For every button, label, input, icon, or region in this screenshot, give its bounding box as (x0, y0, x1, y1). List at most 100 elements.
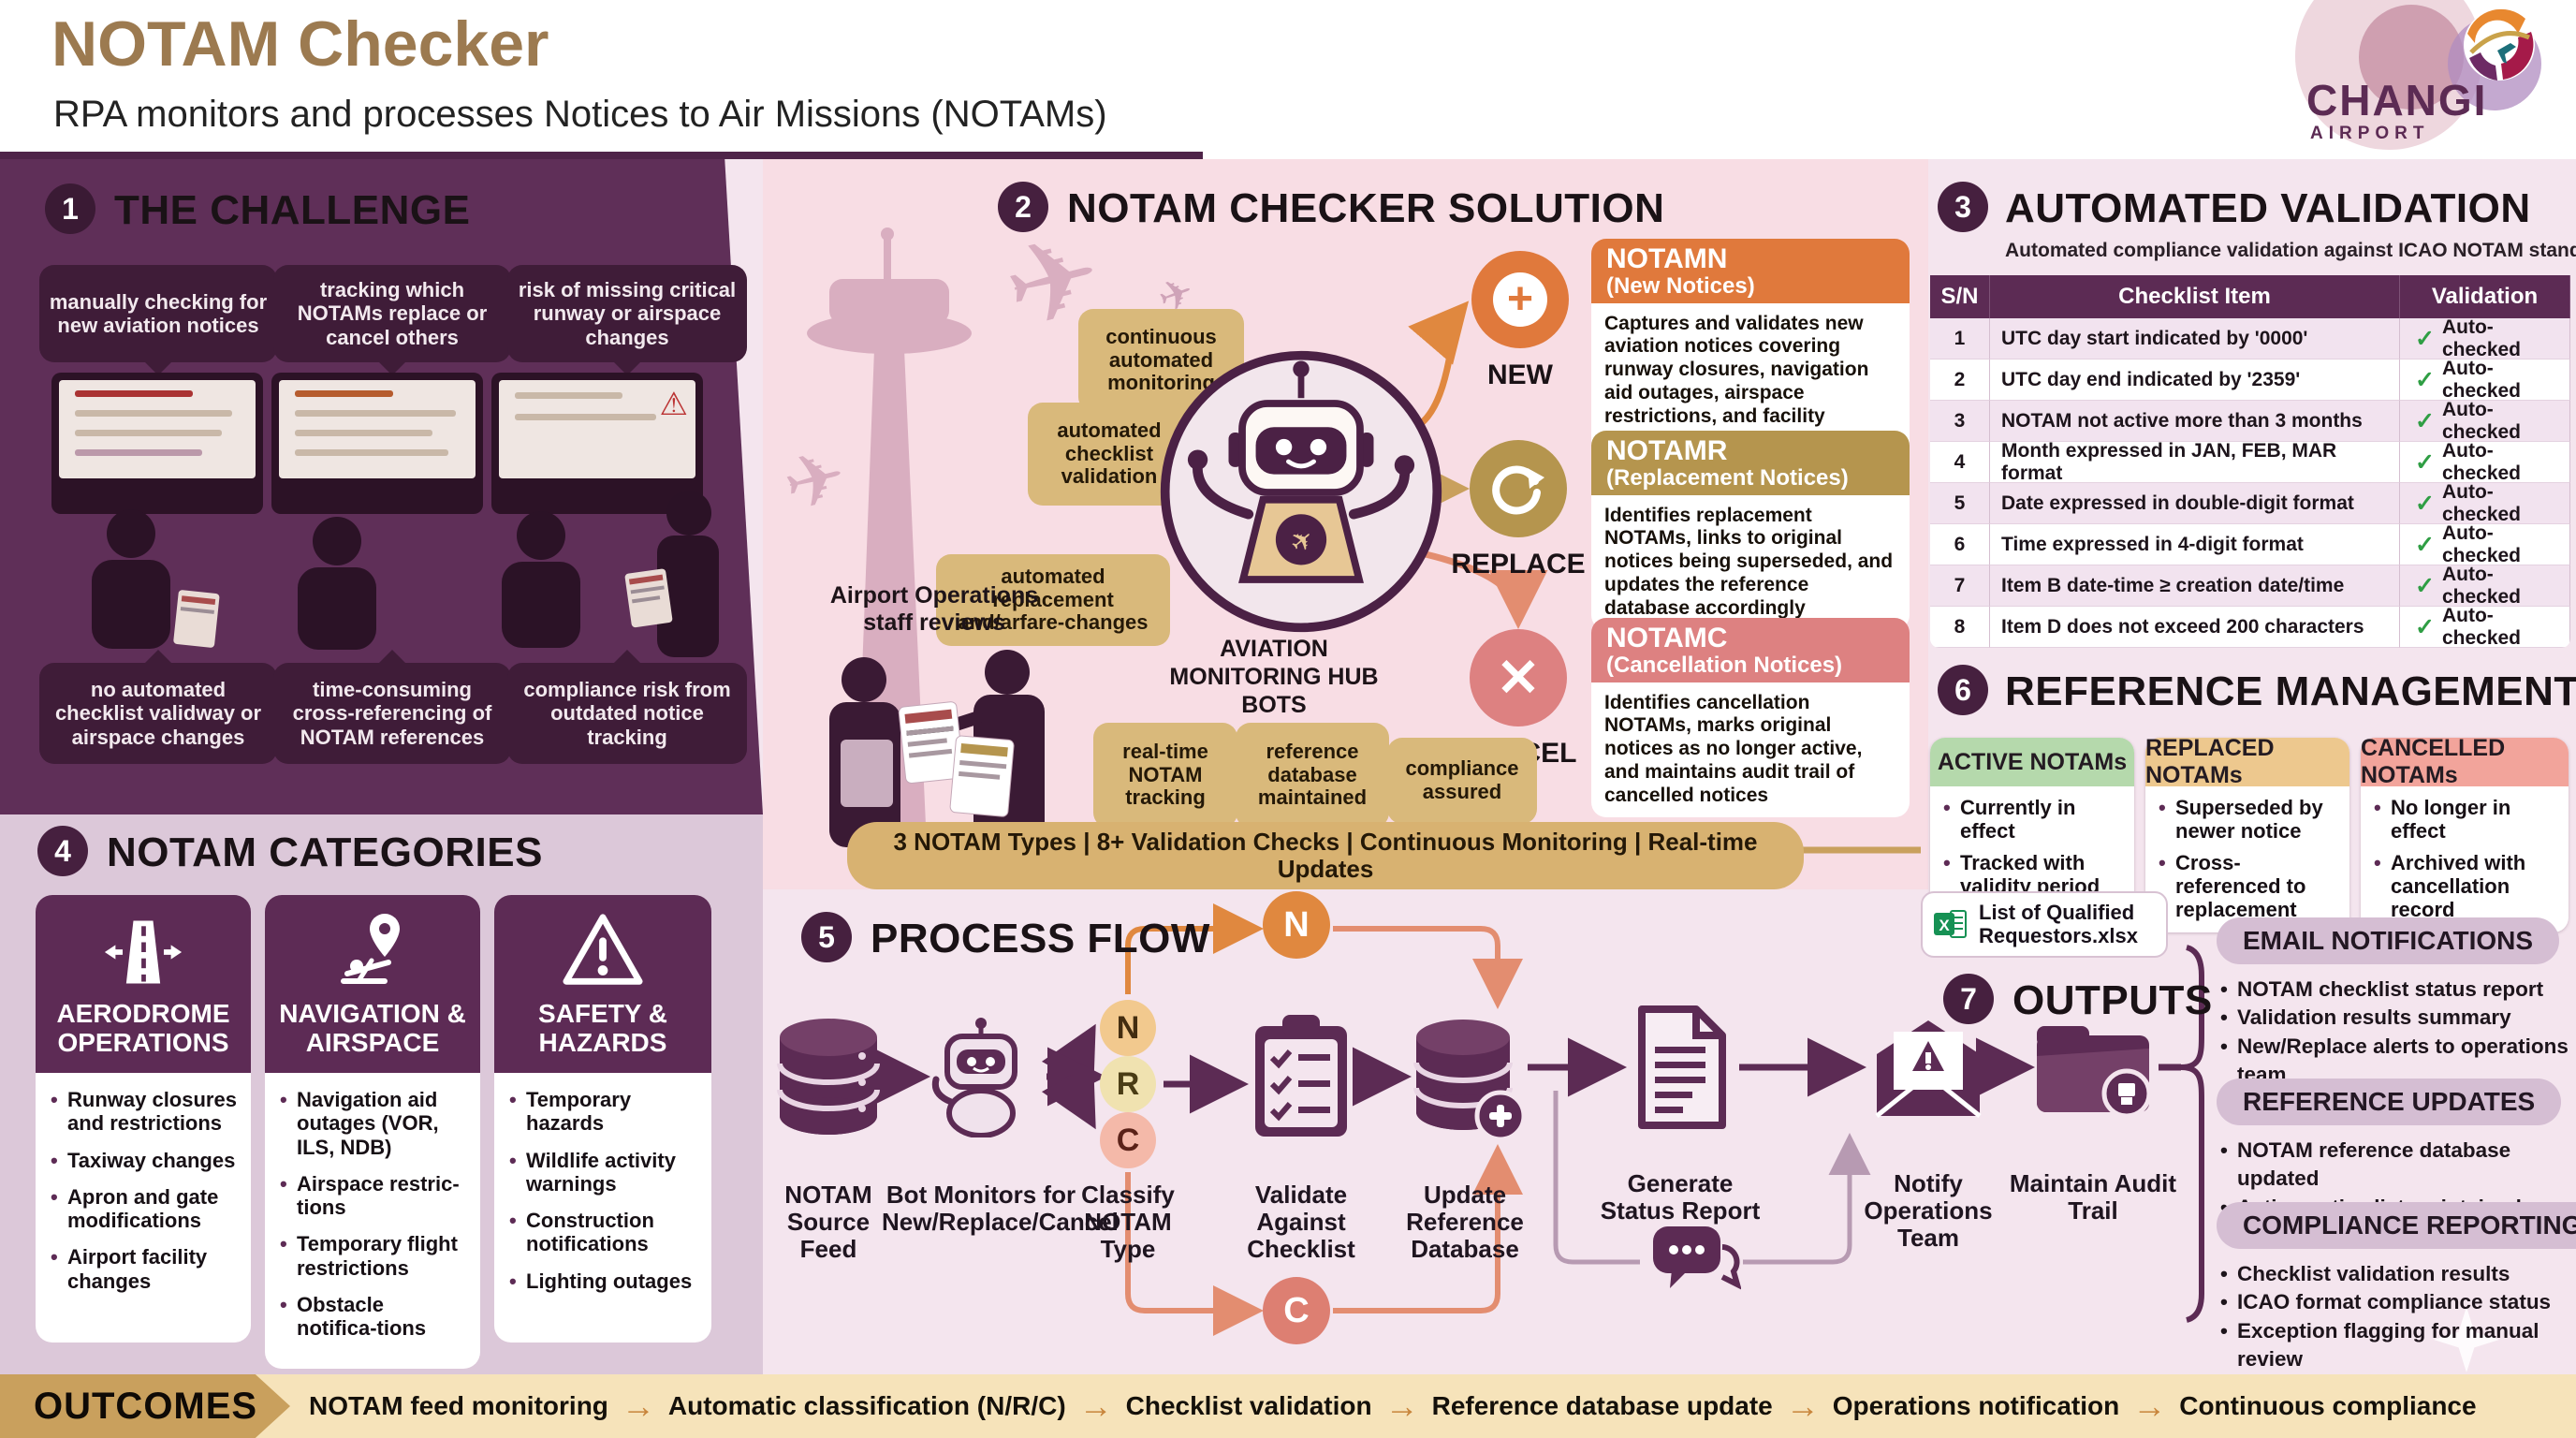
hub-robot-illustration: ✈ (1156, 342, 1446, 641)
replace-refresh-icon (1470, 440, 1567, 537)
page-subtitle: RPA monitors and processes Notices to Ai… (53, 94, 1107, 135)
table-cell-sn: 5 (1930, 483, 1990, 524)
category-card-navigation: NAVIGATION & AIRSPACE Navigation aid out… (265, 895, 480, 1369)
monitor-screen-2 (271, 373, 483, 514)
email-notifications-pill: EMAIL NOTIFICATIONS (2217, 917, 2560, 964)
header-divider (0, 152, 1203, 159)
arrow-right-icon: → (621, 1387, 655, 1425)
cancelled-notams-header: CANCELLED NOTAMs (2361, 735, 2569, 788)
reference-bullet: Archived with cancellation record (2372, 851, 2557, 922)
notamc-body: Identifies cancellation NOTAMs, marks or… (1591, 682, 1910, 817)
new-label: NEW (1487, 360, 1553, 390)
check-icon: ✓ (2415, 448, 2435, 476)
requestors-file-label: List of Qualified Requestors.xlsx (1979, 901, 2138, 948)
notamc-title: NOTAMC (1606, 623, 1728, 653)
challenge-box: no automated checklist validway or airsp… (39, 650, 277, 764)
outcomes-bar (0, 1374, 2576, 1438)
table-cell-sn: 6 (1930, 524, 1990, 565)
page-title: NOTAM Checker (51, 8, 549, 80)
logo-title: CHANGI (2306, 76, 2488, 125)
check-icon: ✓ (2415, 613, 2435, 640)
classify-n-chip: N (1100, 1000, 1156, 1056)
bot-icon (925, 1016, 1037, 1137)
outcomes-chevron: OUTCOMES (0, 1374, 290, 1438)
table-cell-item: UTC day start indicated by '0000' (1990, 318, 2400, 360)
process-number: 5 (801, 912, 852, 962)
validation-number: 3 (1938, 182, 1988, 232)
notamn-title: NOTAMN (1606, 243, 1728, 274)
notify-envelope-icon (1867, 1013, 1989, 1123)
audit-folder-icon (2031, 1013, 2155, 1122)
check-label: Auto-checked (2441, 357, 2522, 402)
check-icon: ✓ (2415, 490, 2435, 517)
reference-number: 6 (1938, 665, 1988, 715)
category-bullet: Obstacle notifica-tions (278, 1293, 467, 1341)
hub-bots-label: AVIATION MONITORING HUB BOTS (1169, 636, 1379, 718)
chip-compliance: compliance assured (1387, 738, 1537, 824)
validation-title: AUTOMATED VALIDATION (2005, 185, 2531, 231)
table-cell-item: Month expressed in JAN, FEB, MAR format (1990, 440, 2400, 484)
reference-bullet: Cross-referenced to replacement (2157, 851, 2338, 922)
category-bullet: Airspace restric-tions (278, 1172, 467, 1220)
runway-icon (36, 895, 251, 992)
flow-step-label: Validate Against Checklist (1247, 1181, 1355, 1264)
table-cell-sn: 7 (1930, 565, 1990, 607)
solution-number: 2 (998, 182, 1048, 232)
notamn-card: NOTAMN (New Notices) Captures and valida… (1591, 239, 1910, 462)
check-label: Auto-checked (2441, 563, 2522, 608)
chat-bubbles-icon (1647, 1219, 1741, 1301)
table-cell-sn: 1 (1930, 318, 1990, 360)
bypass-c-badge: C (1263, 1277, 1330, 1344)
table-cell-item: Date expressed in double-digit format (1990, 483, 2400, 524)
arrow-right-icon: → (2132, 1387, 2167, 1425)
outcomes-label: OUTCOMES (34, 1385, 258, 1427)
check-icon: ✓ (2415, 407, 2435, 434)
check-icon: ✓ (2415, 366, 2435, 393)
solution-label-replacement: automated replacement and/arfare-changes (936, 554, 1170, 646)
active-notams-header: ACTIVE NOTAMs (1930, 738, 2134, 786)
flow-step-label: Notify Operations Team (1864, 1169, 1993, 1253)
notamr-body: Identifies replacement NOTAMs, links to … (1591, 494, 1910, 630)
outcome-step: Checklist validation (1125, 1391, 1372, 1420)
notamc-subtitle: (Cancellation Notices) (1606, 652, 1843, 678)
output-bullet: Checklist validation results (2217, 1260, 2574, 1289)
notamr-card: NOTAMR (Replacement Notices) Identifies … (1591, 431, 1910, 630)
staff-at-desks-illustration (28, 487, 749, 660)
output-bullet: ICAO format compliance status (2217, 1288, 2574, 1317)
outcome-step: Operations notification (1832, 1391, 2120, 1420)
categories-title: NOTAM CATEGORIES (107, 829, 543, 875)
category-bullet: Temporary flight restrictions (278, 1232, 467, 1280)
checklist-icon (1250, 1013, 1353, 1142)
table-cell-validation: ✓Auto-checked (2400, 357, 2570, 402)
category-bullet: Apron and gate modifications (49, 1185, 238, 1233)
process-title: PROCESS FLOW (871, 916, 1210, 961)
svg-text:X: X (1939, 917, 1950, 934)
replaced-notams-card: REPLACED NOTAMs Superseded by newer noti… (2145, 735, 2349, 933)
reference-updates-pill: REFERENCE UPDATES (2217, 1078, 2562, 1125)
table-cell-sn: 4 (1930, 442, 1990, 483)
challenge-box: tracking which NOTAMs replace or cancel … (273, 265, 511, 375)
notamn-subtitle: (New Notices) (1606, 272, 1755, 299)
check-label: Auto-checked (2441, 604, 2522, 649)
flow-step-label: Maintain Audit Trail (2009, 1169, 2177, 1225)
arrow-right-icon: → (1384, 1387, 1419, 1425)
navigation-pin-icon (265, 895, 480, 992)
excel-file-icon: X (1932, 905, 1969, 943)
logo-deco-circle-rose (2359, 5, 2464, 110)
notamr-subtitle: (Replacement Notices) (1606, 464, 1849, 491)
cancelled-notams-card: CANCELLED NOTAMs No longer in effect Arc… (2361, 735, 2569, 933)
table-cell-sn: 2 (1930, 360, 1990, 401)
reference-bullet: No longer in effect (2372, 796, 2557, 844)
check-label: Auto-checked (2441, 480, 2522, 525)
new-badge-icon: + (1471, 251, 1569, 348)
requestors-file-chip: X List of Qualified Requestors.xlsx (1921, 891, 2168, 958)
table-cell-item: Item D does not exceed 200 characters (1990, 607, 2400, 648)
solution-banner: 3 NOTAM Types | 8+ Validation Checks | C… (847, 822, 1804, 889)
reference-title: REFERENCE MANAGEMENT (2005, 668, 2576, 714)
outcome-step: Reference database update (1431, 1391, 1773, 1420)
challenge-number: 1 (45, 183, 95, 234)
flow-step-label: Classify NOTAM Type (1081, 1181, 1175, 1264)
table-cell-validation: ✓Auto-checked (2400, 604, 2570, 649)
arrow-right-icon: → (1785, 1387, 1820, 1425)
